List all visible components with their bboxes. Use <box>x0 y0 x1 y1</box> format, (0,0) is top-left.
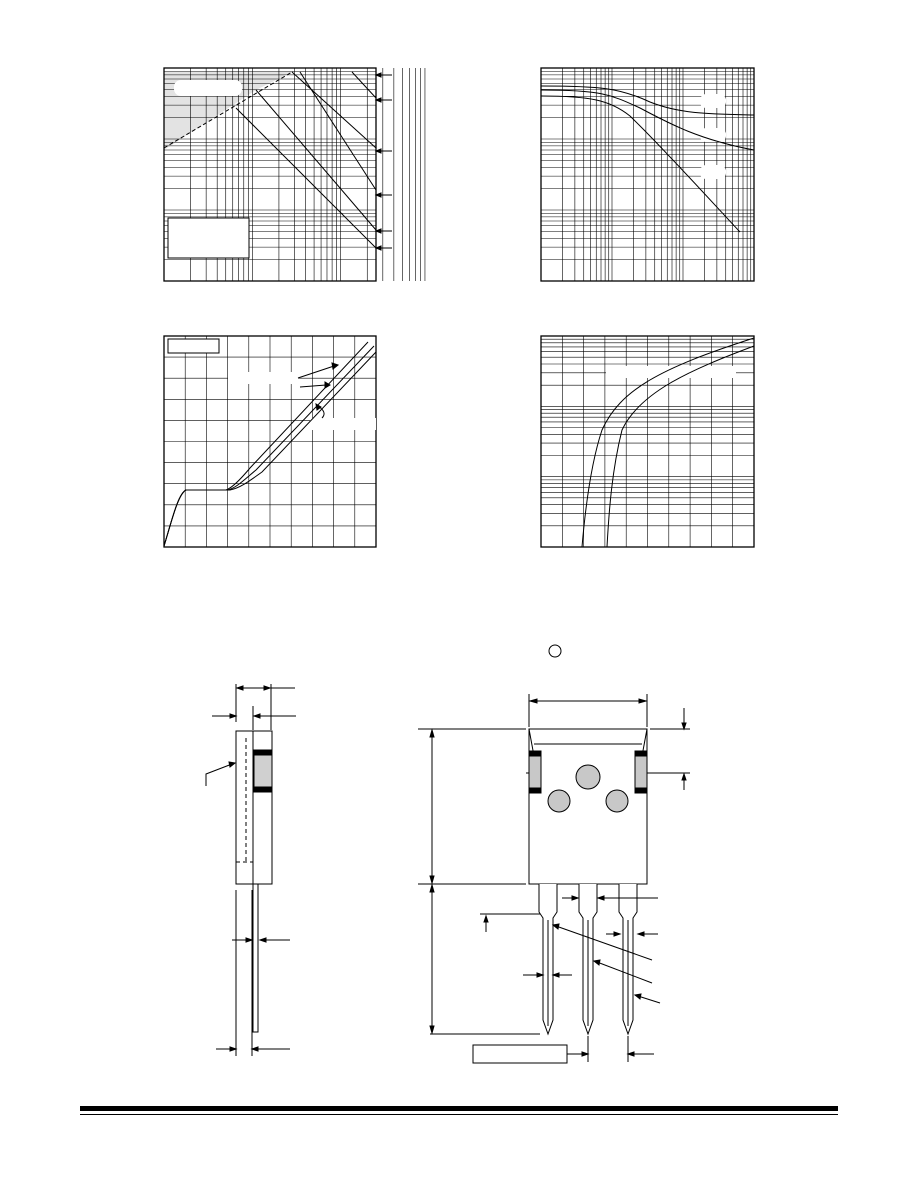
curve-2 <box>255 89 377 231</box>
footer-rule-thick <box>80 1106 838 1111</box>
grid-lines <box>541 336 754 548</box>
callout-arrows <box>297 362 340 419</box>
graph-top-left <box>163 67 426 282</box>
curves <box>540 85 755 233</box>
marker-circle <box>548 644 562 658</box>
curve-3 <box>163 351 377 547</box>
label-patch-1 <box>228 372 298 384</box>
side-lead <box>252 883 259 1033</box>
pad-left <box>528 753 542 791</box>
label-patch-1 <box>700 94 726 108</box>
package-drawing <box>205 644 690 1064</box>
graph-bottom-left <box>163 335 377 548</box>
curves <box>581 337 755 548</box>
footer-rule-thin <box>80 1114 838 1115</box>
curve-3 <box>235 107 377 249</box>
lead-circle-right <box>605 789 629 813</box>
label-patch <box>606 366 736 378</box>
curve-1 <box>291 71 377 149</box>
curves <box>163 71 377 249</box>
front-body <box>528 728 648 885</box>
curve-1 <box>540 85 755 116</box>
pad-right <box>634 753 648 791</box>
inset-box <box>167 338 220 354</box>
graph-top-right <box>540 67 755 282</box>
curve-2 <box>540 89 755 151</box>
label-patch-3 <box>700 165 726 179</box>
label-patch-2 <box>310 418 376 430</box>
lead-circle-left <box>547 789 571 813</box>
mounting-hole <box>575 764 601 790</box>
graph-bottom-right <box>540 335 755 548</box>
side-view <box>205 684 296 1056</box>
grid-lines <box>164 336 376 547</box>
inset-box-bottom <box>167 217 250 259</box>
dashed-limit-line <box>163 71 293 149</box>
curve-2 <box>606 345 755 548</box>
curve-3 <box>540 95 741 233</box>
leads <box>538 884 638 1036</box>
curves <box>163 341 377 547</box>
curve-4 <box>351 71 377 99</box>
callout-arrows <box>374 72 392 251</box>
front-view <box>418 694 690 1064</box>
side-pad <box>253 752 273 790</box>
label-box <box>472 1044 568 1064</box>
curve-1 <box>581 337 755 548</box>
curve-5 <box>299 71 377 191</box>
inset-box-top <box>174 80 242 96</box>
